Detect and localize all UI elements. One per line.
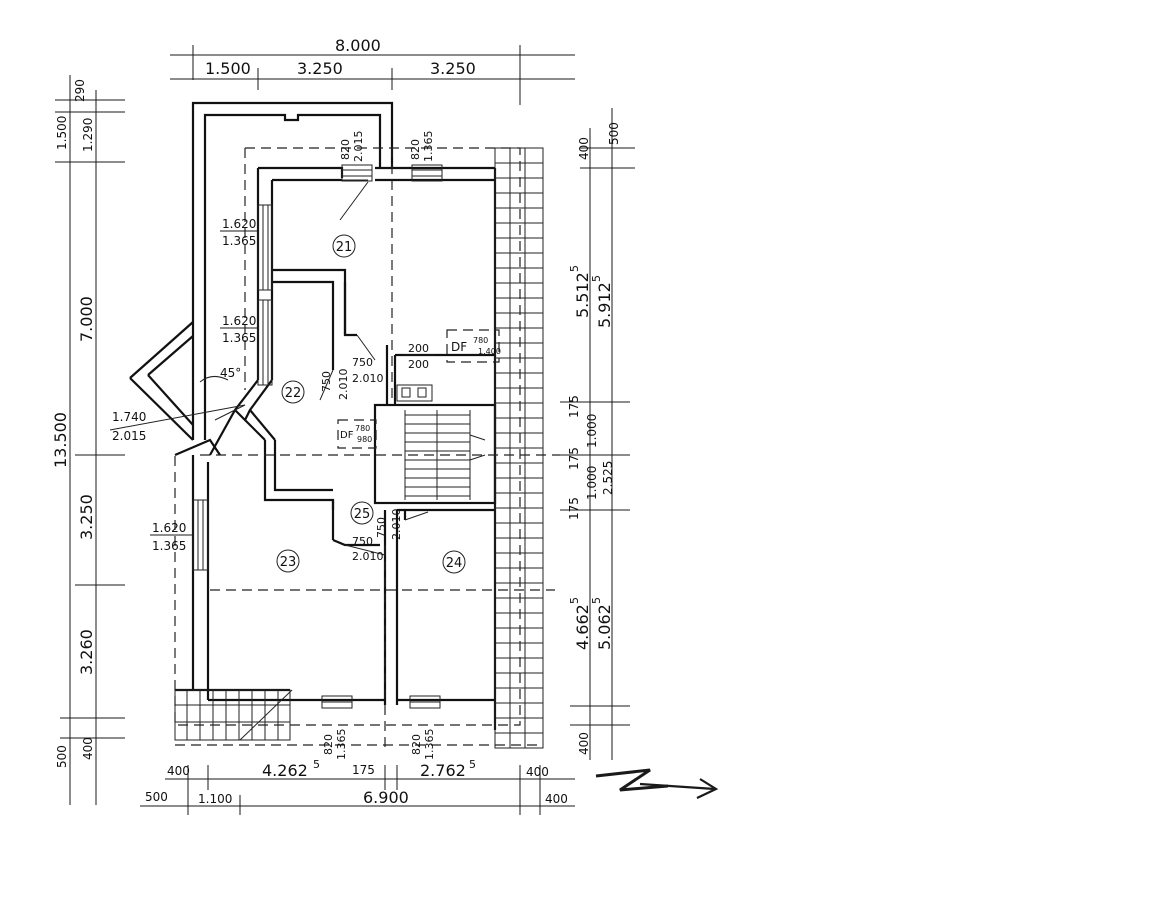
window-4-width: 1.620 [222,314,256,328]
dim-left-3260: 3.260 [77,629,96,675]
dim-bot-4262: 4.262 [262,761,308,780]
skylight-2-width: 780 [355,424,370,433]
vent-height: 200 [408,358,429,371]
room-25-label: 25 [354,507,371,522]
window-7-height: 1.365 [335,729,348,761]
dim-right-5062-sup: 5 [590,597,603,604]
door-2-width: 750 [320,371,333,392]
dim-right-4662-sup: 5 [568,597,581,604]
door-3-height: 2.010 [352,550,384,563]
doors [109,179,429,556]
dim-right-400-top: 400 [577,137,591,160]
dim-top-mid: 3.250 [297,59,343,78]
window-1-width: 820 [339,139,352,160]
room-markers [276,234,466,574]
window-3-width: 1.620 [222,217,256,231]
window-2-width: 820 [409,139,422,160]
north-arrow [595,768,719,799]
dim-left-7000: 7.000 [77,296,96,342]
dim-bot-500: 500 [145,790,168,804]
window-8-width: 820 [410,734,423,755]
dimension-lines [55,45,635,815]
dim-bot-175: 175 [352,763,375,777]
dim-right-5912: 5.912 [595,282,614,328]
roof-outline [174,147,560,750]
dim-bot-400-left: 400 [167,764,190,778]
windows [192,164,443,709]
dim-bot-400-right: 400 [526,765,549,779]
dim-bot-1100: 1.100 [198,792,232,806]
dim-left-total: 13.500 [51,412,70,468]
dim-bot-2762-sup: 5 [469,758,476,771]
dim-left-400: 400 [81,737,95,760]
dim-right-175-a: 175 [567,395,581,418]
window-6-width: 1.620 [152,521,186,535]
dim-top-total: 8.000 [335,36,381,55]
dim-left-500: 500 [55,745,69,768]
door-1-width: 750 [352,356,373,369]
door-4-width: 750 [375,517,388,538]
window-1-height: 2.015 [352,131,365,163]
dim-left-3250: 3.250 [77,494,96,540]
dim-right-1000-b: 1.000 [585,466,599,500]
dim-right-4662: 4.662 [573,604,592,650]
skylight-1-height: 1.400 [478,347,501,356]
dim-bot-400-far: 400 [545,792,568,806]
angle-label: 45° [220,366,241,380]
dim-right-400-bot: 400 [577,732,591,755]
dim-right-5512: 5.512 [573,272,592,318]
dim-right-500-top: 500 [607,122,621,145]
angle-arc [199,376,229,383]
dim-right-175-c: 175 [567,497,581,520]
roof-tile-strip [494,147,544,749]
stair-lower-left [174,689,293,741]
dim-right-1000-a: 1.000 [585,414,599,448]
door-2-height: 2.010 [337,369,350,401]
skylight-2-height: 980 [357,435,372,444]
window-4-height: 1.365 [222,331,256,345]
dim-left-1290: 1.290 [81,118,95,152]
dim-right-5512-sup: 5 [568,265,581,272]
room-23-label: 23 [280,555,297,570]
window-5-height: 2.015 [112,429,146,443]
window-5-width: 1.740 [112,410,146,424]
room-21-label: 21 [336,240,353,255]
dim-top-right: 3.250 [430,59,476,78]
dim-right-175-b: 175 [567,447,581,470]
room-22-label: 22 [285,386,302,401]
window-6-height: 1.365 [152,539,186,553]
door-4-height: 2.010 [390,509,403,541]
dim-bot-2762: 2.762 [420,761,466,780]
skylight-1-label: DF [451,340,467,354]
room-24-label: 24 [446,556,463,571]
window-3-height: 1.365 [222,234,256,248]
dim-bot-6900: 6.900 [363,788,409,807]
dim-top-left: 1.500 [205,59,251,78]
dim-right-5062: 5.062 [595,604,614,650]
dim-right-2525: 2.525 [601,461,615,495]
dim-right-5912-sup: 5 [590,275,603,282]
skylight-2-label: DF [340,430,354,441]
vent-width: 200 [408,342,429,355]
dim-left-290: 290 [73,79,87,102]
door-1-height: 2.010 [352,372,384,385]
door-3-width: 750 [352,535,373,548]
window-7-width: 820 [322,734,335,755]
window-8-height: 1.365 [423,729,436,761]
skylights [337,329,500,449]
dim-left-1500: 1.500 [55,116,69,150]
main-stair [404,410,486,500]
dim-bot-4262-sup: 5 [313,758,320,771]
window-2-height: 1.365 [422,131,435,163]
skylight-1-width: 780 [473,336,488,345]
